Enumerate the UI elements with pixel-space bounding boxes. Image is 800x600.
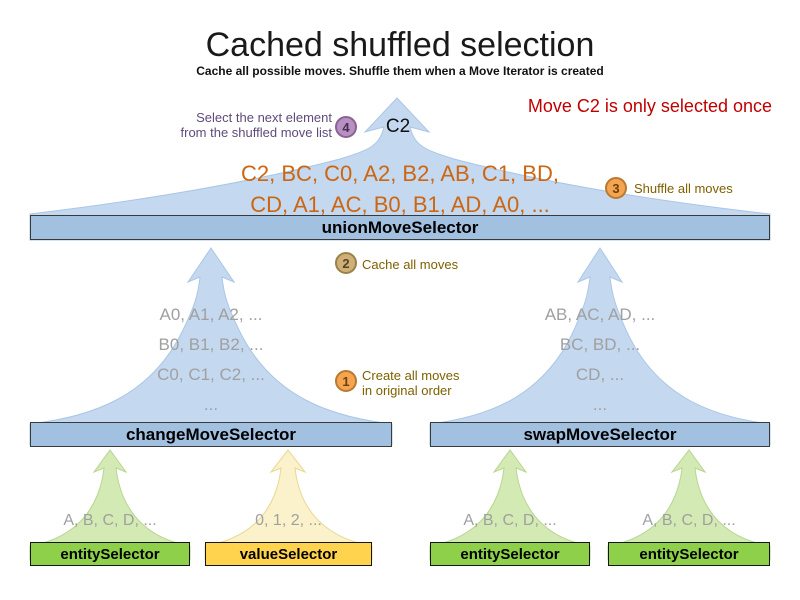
entity-values-1: A, B, C, D, ...: [63, 512, 157, 529]
step4-annotation: Select the next element from the shuffle…: [150, 110, 333, 140]
entity-funnel-3-shape: [607, 449, 771, 561]
selected-move-label: C2: [385, 116, 411, 137]
value-values: 0, 1, 2, ...: [255, 512, 322, 529]
entity-selector-box-1: entitySelector: [30, 542, 190, 566]
step4-annotation-line1: Select the next element: [196, 110, 332, 125]
swap-move-line: CD, ...: [575, 365, 625, 384]
step2-badge: 2: [335, 252, 357, 274]
change-funnel-shape: [29, 247, 393, 446]
change-move-list: A0, A1, A2, ... B0, B1, B2, ... C0, C1, …: [30, 300, 392, 420]
shuffled-move-list: C2, BC, C0, A2, B2, AB, C1, BD, CD, A1, …: [0, 158, 800, 220]
step2-label: Cache all moves: [362, 257, 459, 272]
swap-funnel-shape: [429, 247, 771, 446]
page-subtitle: Cache all possible moves. Shuffle them w…: [196, 64, 604, 78]
value-selector-box: valueSelector: [205, 542, 372, 566]
value-funnel-shape: [204, 449, 373, 561]
step3-label: Shuffle all moves: [634, 181, 733, 196]
union-move-selector-bar: unionMoveSelector: [30, 215, 770, 240]
step4-annotation-line2: from the shuffled move list: [180, 125, 333, 140]
note-selected-once: Move C2 is only selected once: [527, 96, 772, 116]
shuffled-move-list-line2: CD, A1, AC, B0, B1, AD, A0, ...: [250, 192, 550, 217]
step4-badge: 4: [335, 116, 357, 138]
change-move-line: ...: [203, 395, 219, 414]
swap-move-line: AB, AC, AD, ...: [544, 305, 656, 324]
page-title: Cached shuffled selection: [205, 26, 595, 64]
step1-badge: 1: [335, 370, 357, 392]
swap-move-line: BC, BD, ...: [559, 335, 641, 354]
entity-selector-box-3: entitySelector: [608, 542, 770, 566]
step3-badge: 3: [605, 177, 627, 199]
step1-label-line2: in original order: [362, 383, 452, 398]
entity-values-2: A, B, C, D, ...: [463, 512, 557, 529]
change-move-line: A0, A1, A2, ...: [159, 305, 263, 324]
swap-move-selector-bar: swapMoveSelector: [430, 422, 770, 447]
swap-move-list: AB, AC, AD, ... BC, BD, ... CD, ... ...: [430, 300, 770, 420]
entity-funnel-2-shape: [429, 449, 591, 561]
change-move-line: C0, C1, C2, ...: [157, 365, 265, 384]
entity-funnel-1-shape: [29, 449, 191, 561]
entity-selector-box-2: entitySelector: [430, 542, 590, 566]
shuffled-move-list-line1: C2, BC, C0, A2, B2, AB, C1, BD,: [241, 161, 559, 186]
entity-values-3: A, B, C, D, ...: [642, 512, 736, 529]
step1-label: Create all moves in original order: [362, 368, 460, 398]
change-move-selector-bar: changeMoveSelector: [30, 422, 392, 447]
swap-move-line: ...: [592, 395, 608, 414]
step1-label-line1: Create all moves: [362, 368, 460, 383]
change-move-line: B0, B1, B2, ...: [158, 335, 264, 354]
